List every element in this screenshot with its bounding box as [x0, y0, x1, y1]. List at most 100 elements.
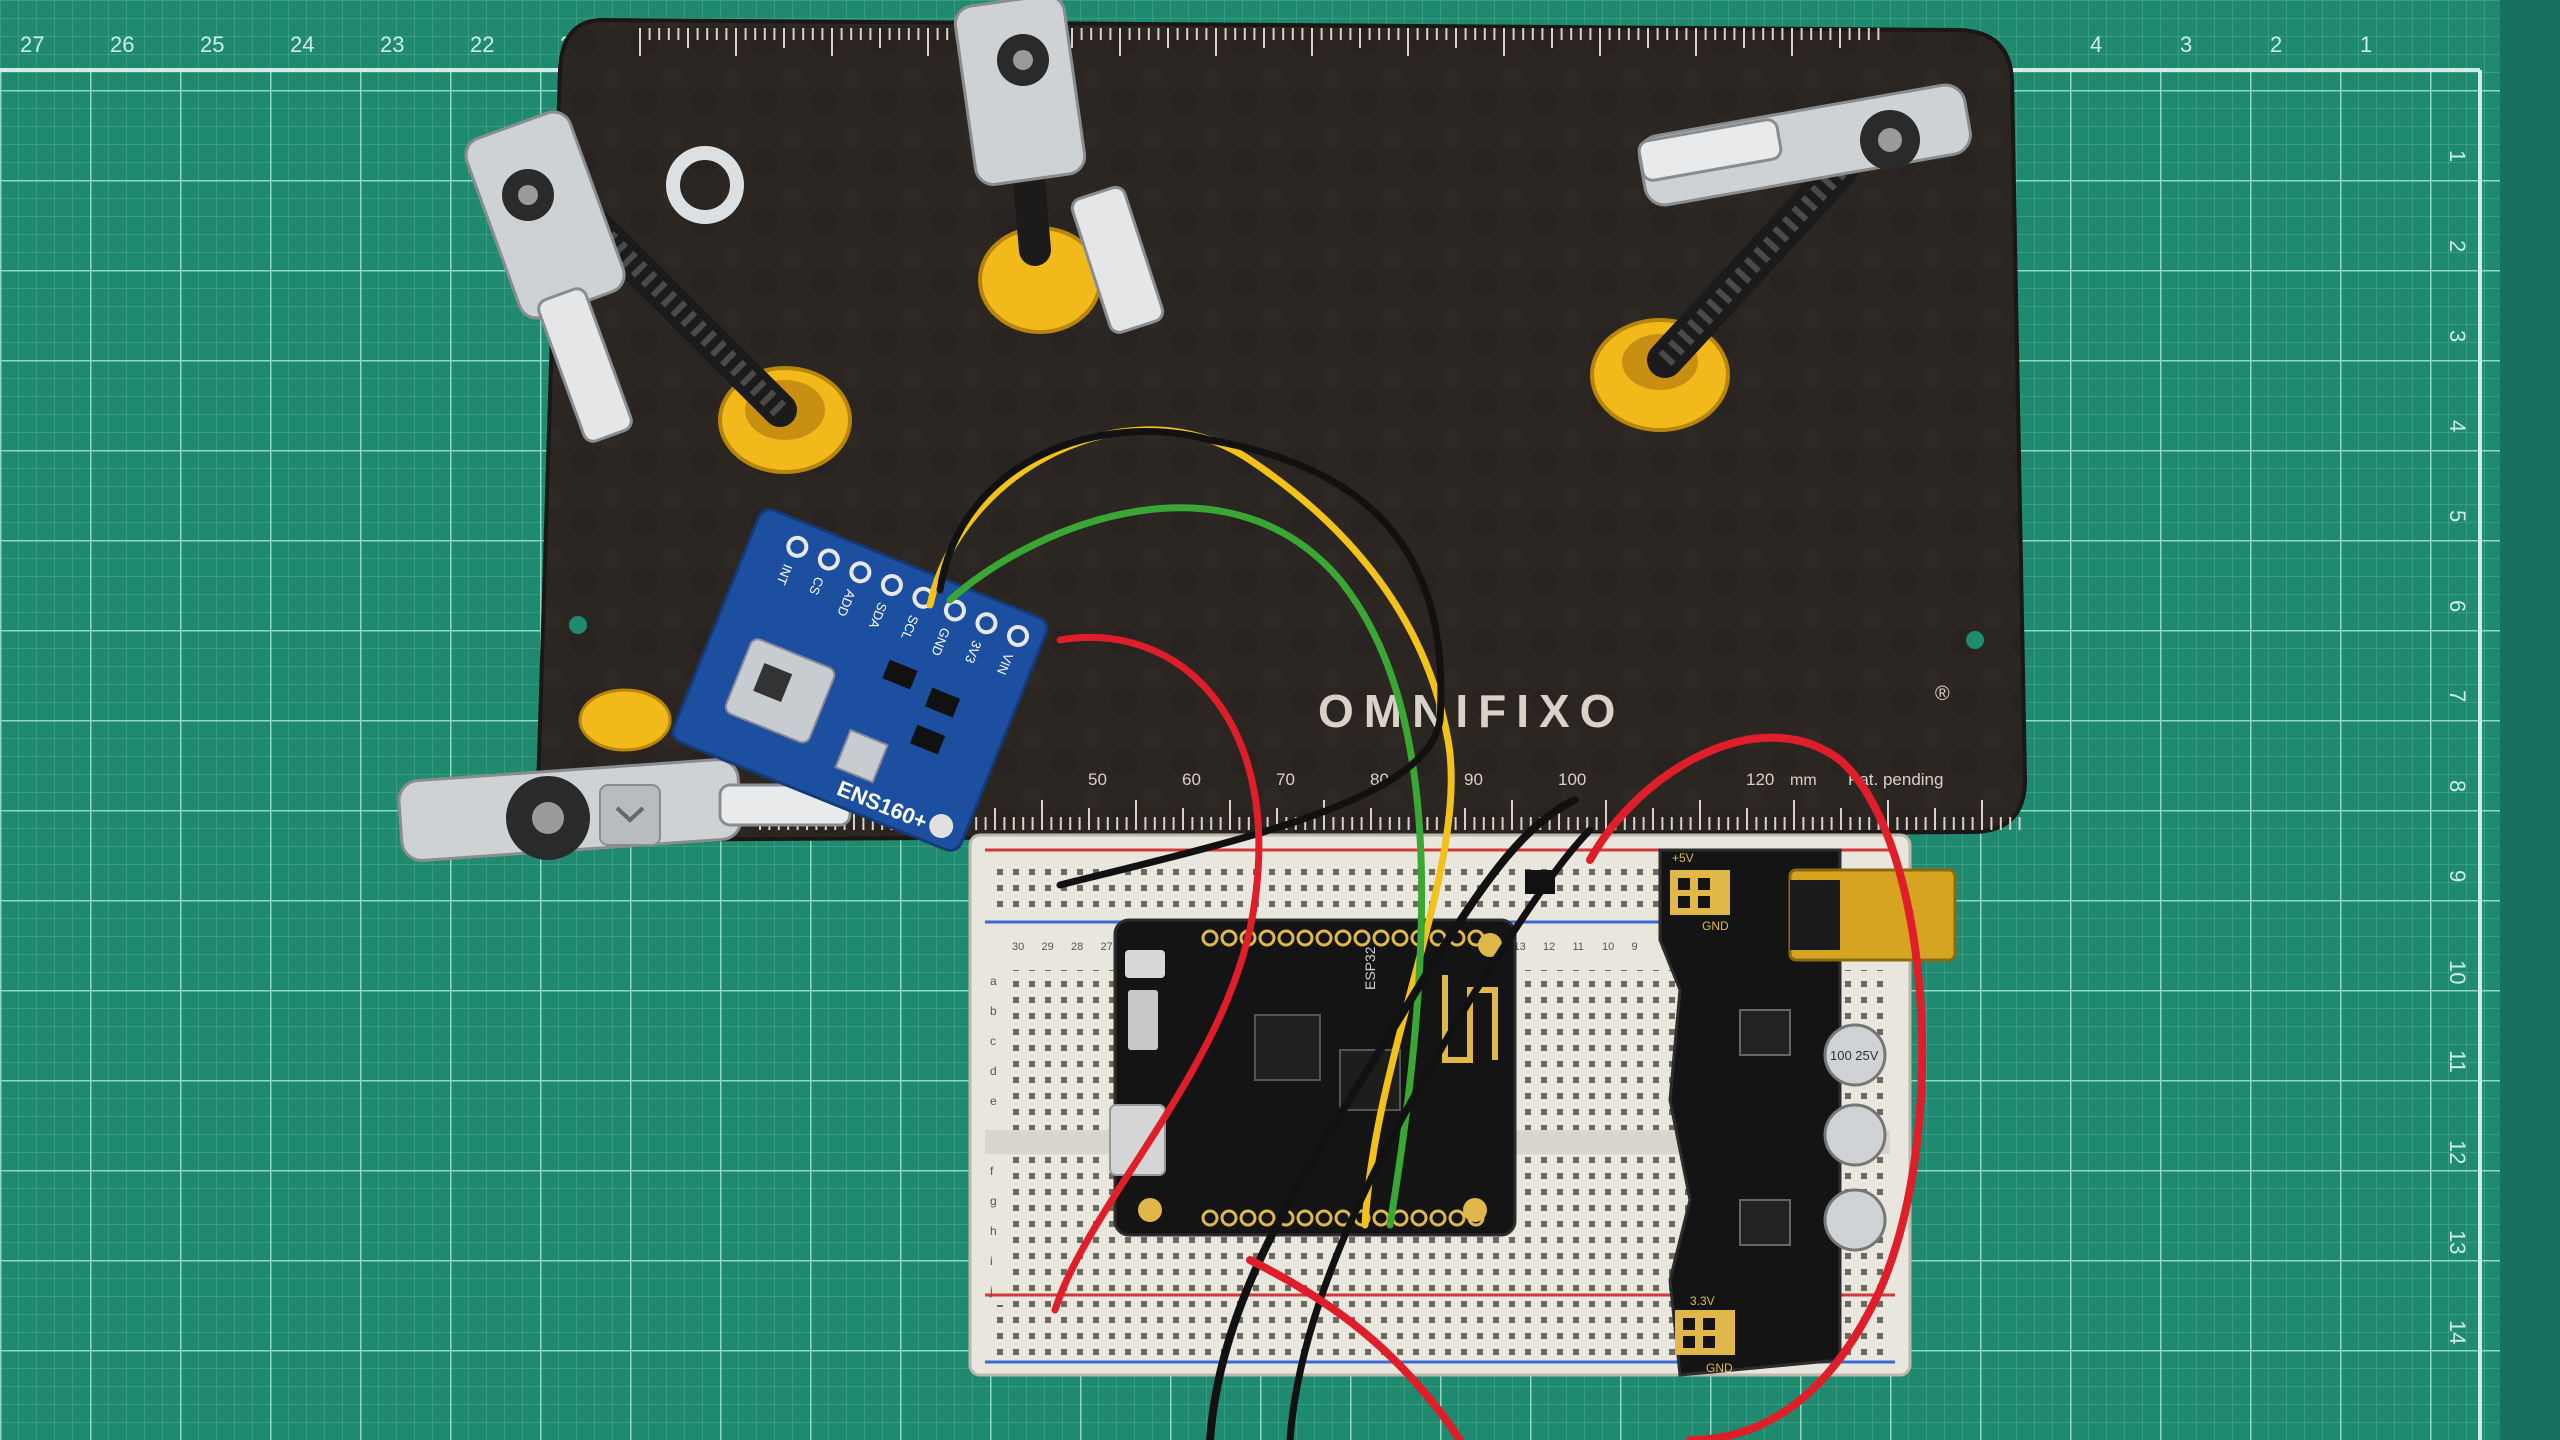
esp32-board: ESP32	[1109, 918, 1517, 1237]
mcu-label: ESP32	[1362, 946, 1378, 990]
usb-connector	[1109, 1104, 1166, 1176]
mat-top-ruler-number: 2	[2270, 32, 2282, 57]
breadboard-row-number: 13	[1514, 941, 1526, 953]
sensor-pin	[849, 561, 872, 584]
mat-right-ruler-number: 12	[2445, 1140, 2470, 1164]
wire-red-sensor	[1051, 633, 1263, 1314]
plate-scale-number: 50	[1088, 770, 1107, 789]
washer-icon	[666, 146, 744, 224]
mcu-pin	[1334, 929, 1352, 947]
mat-right-ruler-number: 13	[2445, 1230, 2470, 1254]
capacitor-3	[1823, 1188, 1887, 1252]
chevron-down-icon	[615, 806, 645, 823]
plate-unit-text: mm	[1790, 772, 1817, 789]
regulator-1	[1739, 1009, 1791, 1056]
sensor-chip	[834, 728, 889, 784]
wire-yellow	[926, 426, 1455, 1229]
mcu-pin	[1372, 929, 1390, 947]
sensor-pin	[975, 612, 998, 635]
mcu-pin	[1201, 929, 1219, 947]
breadboard-row-number: 9	[1632, 941, 1638, 953]
mat-top-ruler-number: 24	[290, 32, 314, 57]
mat-right-ruler-number: 5	[2445, 510, 2470, 522]
sensor-pin	[943, 599, 966, 622]
reset-button[interactable]	[1128, 990, 1158, 1050]
helping-arm-bottom-left	[397, 688, 852, 862]
sensor-pin	[786, 535, 809, 558]
plate-brand-logo: OMNIFIXO ®	[1318, 683, 1950, 737]
boot-button[interactable]	[1125, 950, 1165, 978]
mat-right-ruler-number: 11	[2445, 1050, 2470, 1073]
pm-label-5v: +5V	[1672, 851, 1694, 865]
mat-right-ruler-number: 14	[2445, 1320, 2470, 1344]
breadboard-row-letter: b	[990, 1004, 997, 1018]
mat-right-ruler-number: 1	[2445, 150, 2470, 162]
breadboard-row-letter: j	[989, 1284, 993, 1298]
mat-top-ruler-number: 26	[110, 32, 134, 57]
mcu-pin	[1315, 1209, 1333, 1227]
wire-red-power	[1586, 733, 1927, 1440]
wire-green	[946, 504, 1426, 1229]
mcu-pin	[1448, 1209, 1466, 1227]
mcu-pin	[1220, 929, 1238, 947]
mat-top-ruler-number: 1	[2360, 32, 2372, 57]
plate-scale-number: 60	[1182, 770, 1201, 789]
mat-top-ruler-number: 25	[200, 32, 224, 57]
mcu-pin	[1258, 929, 1276, 947]
mcu-pin	[1429, 1209, 1447, 1227]
breadboard-row-number: 10	[1602, 941, 1614, 953]
breadboard-row-letter: a	[990, 974, 997, 988]
mat-top-ruler-number: 4	[2090, 32, 2102, 57]
breadboard-row-number: 12	[1543, 941, 1555, 953]
breadboard-row-letter: g	[990, 1194, 997, 1208]
plate-top-ruler	[639, 28, 1880, 56]
helping-arm-top-right	[1590, 83, 1972, 432]
brand-text: OMNIFIXO	[1318, 685, 1625, 737]
mcu-pin	[1277, 929, 1295, 947]
breadboard-row-letter: e	[990, 1094, 997, 1108]
mcu-pin-row-top	[1201, 929, 1485, 947]
sensor-pin	[880, 574, 903, 597]
breadboard-row-letter: c	[990, 1034, 996, 1048]
mat-top-ruler: 272625242322214321	[20, 32, 2372, 57]
jumper-plug	[1525, 870, 1555, 894]
capacitor-2	[1823, 1103, 1887, 1167]
mat-right-ruler-number: 10	[2445, 960, 2470, 984]
breadboard-row-number: 28	[1071, 941, 1083, 953]
pat-pending-text: Pat. pending	[1848, 770, 1943, 789]
mcu-pin	[1201, 1209, 1219, 1227]
plate-scale-number: 120	[1746, 770, 1774, 789]
jumper-wires	[926, 426, 1927, 1440]
sensor-pin-row	[786, 535, 1029, 647]
breadboard-row-letter: d	[990, 1064, 997, 1078]
mat-top-ruler-number: 23	[380, 32, 404, 57]
mcu-pin	[1315, 929, 1333, 947]
mat-right-ruler-number: 6	[2445, 600, 2470, 612]
plate-scale-number: 70	[1276, 770, 1295, 789]
header-pins-top	[1670, 870, 1730, 915]
sensor-pin-label: CS	[806, 575, 827, 598]
plate-hole-left	[569, 616, 587, 634]
regulator-2	[1739, 1199, 1791, 1246]
mcu-pin	[1220, 1209, 1238, 1227]
breadboard-row-number: 27	[1101, 941, 1113, 953]
pm-label-gnd-top: GND	[1702, 919, 1729, 933]
plate-hole-right	[1966, 631, 1984, 649]
breadboard-row-letter: f	[990, 1164, 994, 1178]
pm-label-gnd-bottom: GND	[1706, 1361, 1733, 1375]
breadboard-row-letter: h	[990, 1224, 997, 1238]
mcu-pin	[1296, 1209, 1314, 1227]
capacitor-1	[1823, 1023, 1887, 1087]
mcu-pin	[1258, 1209, 1276, 1227]
mat-right-ruler-number: 7	[2445, 690, 2470, 702]
helping-arm-top-left	[464, 110, 852, 474]
mcu-chip	[1254, 1014, 1321, 1081]
mcu-pin	[1239, 1209, 1257, 1227]
wire-black-loop	[936, 428, 1445, 889]
breadboard-row-number: 11	[1573, 941, 1584, 953]
sensor-pin	[1006, 624, 1029, 647]
mat-top-ruler-number: 22	[470, 32, 494, 57]
sensor-pin	[817, 548, 840, 571]
